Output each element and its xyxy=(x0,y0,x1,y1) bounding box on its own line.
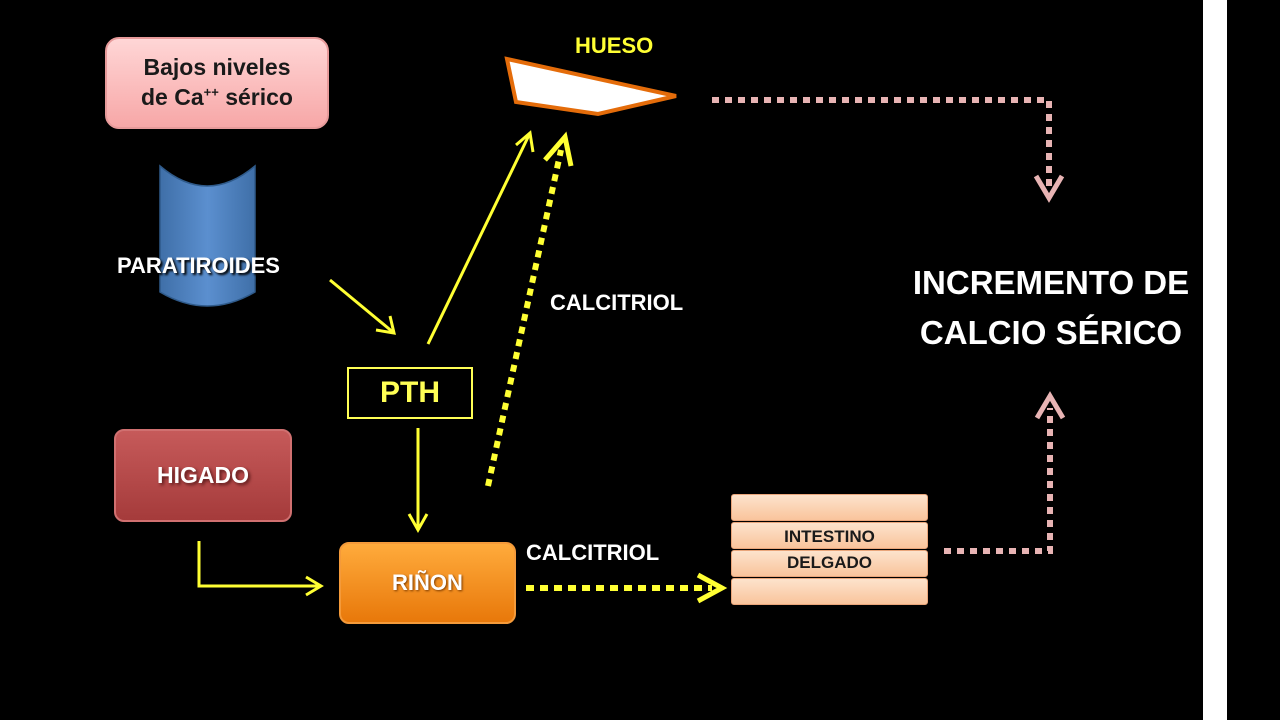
parathyroid-cylinder-icon xyxy=(159,164,256,307)
arrow-pth-to-kidney xyxy=(407,428,429,534)
parathyroid-label: PARATIROIDES xyxy=(117,253,280,278)
arrow-intestine-to-result xyxy=(944,391,1066,554)
intestine-label-line1: INTESTINO xyxy=(784,527,875,546)
right-edge-strip xyxy=(1227,0,1280,720)
kidney-box: RIÑON xyxy=(339,542,516,624)
liver-box: HIGADO xyxy=(114,429,292,522)
intestine-slab xyxy=(731,494,928,521)
result-line2: CALCIO SÉRICO xyxy=(919,313,1183,351)
calcitriol-label-bone: CALCITRIOL xyxy=(550,290,684,315)
arrow-pth-to-bone xyxy=(426,130,535,345)
arrow-bone-to-result xyxy=(712,97,1065,203)
low-calcium-line1: Bajos niveles xyxy=(143,54,291,81)
arrow-parathyroid-to-pth xyxy=(329,278,396,335)
intestine-label-line2: DELGADO xyxy=(787,552,872,572)
result-line1: INCREMENTO DE xyxy=(912,264,1190,301)
arrow-calcitriol-kidney-to-intestine xyxy=(526,572,728,604)
intestine-label: INTESTINO DELGADO xyxy=(731,524,928,575)
intestine-slab xyxy=(731,550,928,577)
pth-box: PTH xyxy=(347,367,473,419)
calcium-charge: ++ xyxy=(203,84,219,100)
intestine-slab xyxy=(731,522,928,549)
calcitriol-label-intestine: CALCITRIOL xyxy=(526,540,660,565)
bone-label: HUESO xyxy=(575,33,654,58)
arrow-calcitriol-kidney-to-bone xyxy=(485,131,574,487)
low-calcium-line2: de Ca++ sérico xyxy=(141,84,293,110)
arrow-liver-to-kidney xyxy=(197,541,324,597)
low-calcium-box: Bajos niveles de Ca++ sérico xyxy=(105,37,329,129)
intestine-slab xyxy=(731,578,928,605)
bone-shape xyxy=(504,56,677,117)
result-text: INCREMENTO DE CALCIO SÉRICO xyxy=(908,258,1194,357)
